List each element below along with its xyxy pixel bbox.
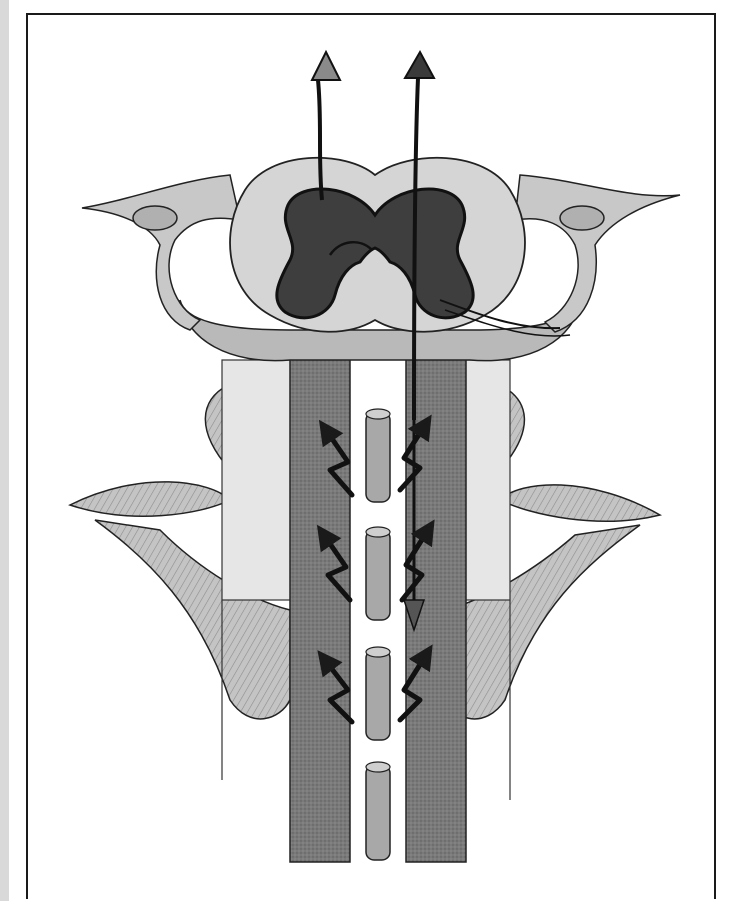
lateral-process-left [222,360,292,600]
interspinous-segments [366,409,390,860]
muscle-left-fan [70,482,230,516]
interspinous-segment [366,530,390,620]
paraspinal-muscles [70,385,660,719]
interspinous-segment [366,412,390,502]
dorsal-root-ganglion-right [560,206,604,230]
interspinous-segment [366,650,390,740]
nerve-root-left [82,175,240,330]
ascending-arrowhead-dark [405,52,434,78]
posterior-column-left [290,340,350,862]
muscle-right-fan [500,485,660,521]
ascending-arrowhead-light [312,52,340,80]
dorsal-root-ganglion-left [133,206,177,230]
spinal-cord-cross-section [82,158,680,361]
interspinous-segment [366,765,390,860]
nerve-root-right [515,175,680,332]
